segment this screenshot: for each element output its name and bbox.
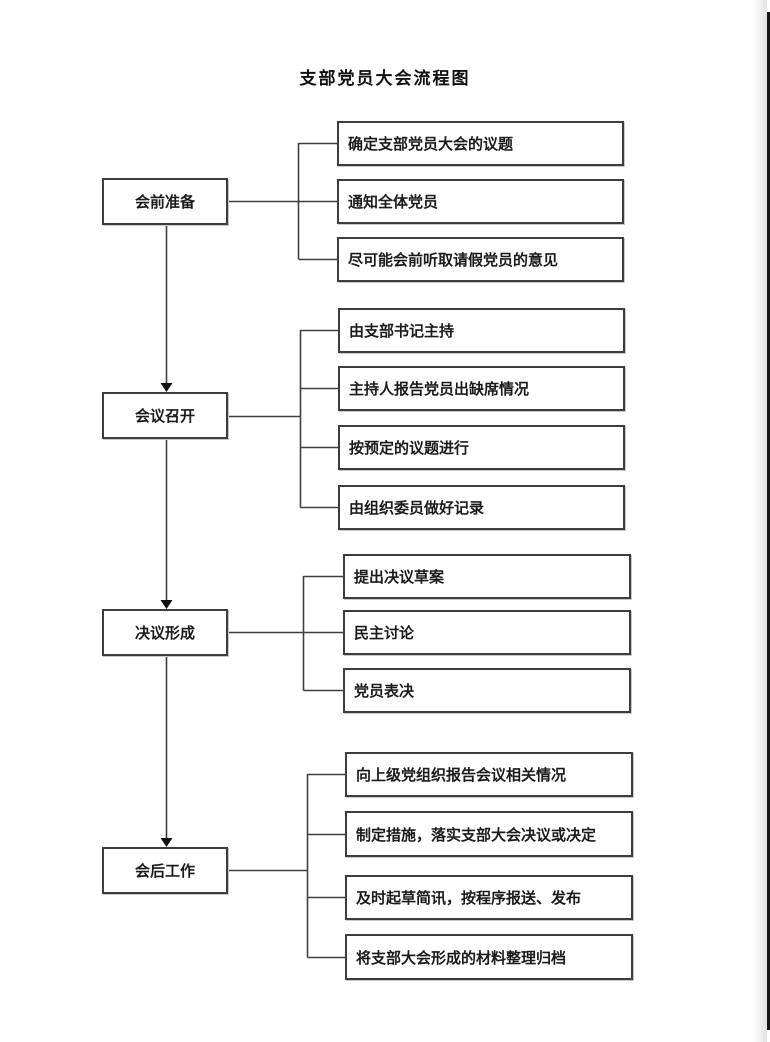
connector-group-3 <box>229 575 343 692</box>
branch-label: 民主讨论 <box>354 625 415 642</box>
branch-node: 由支部书记主持 <box>338 308 625 353</box>
branch-label: 确定支部党员大会的议题 <box>348 136 514 153</box>
arrow-stage2-to-stage3 <box>160 440 173 609</box>
arrowhead-down-icon <box>160 383 173 392</box>
branch-label: 提出决议草案 <box>354 569 445 586</box>
branch-node: 通知全体党员 <box>337 179 624 224</box>
branch-label: 制定措施，落实支部大会决议或决定 <box>356 826 597 844</box>
connector-group-2 <box>228 329 338 509</box>
stage-label: 决议形成 <box>134 625 195 642</box>
arrow-stage1-to-stage2 <box>160 224 173 392</box>
stage-label: 会后工作 <box>134 863 195 880</box>
branch-node: 制定措施，落实支部大会决议或决定 <box>345 811 633 857</box>
branch-node: 向上级党组织报告会议相关情况 <box>345 752 633 797</box>
branch-node: 主持人报告党员出缺席情况 <box>338 366 625 411</box>
branch-label: 向上级党组织报告会议相关情况 <box>356 767 567 784</box>
branch-node: 党员表决 <box>343 668 631 713</box>
page-edge-line <box>767 12 770 1030</box>
page-title: 支部党员大会流程图 <box>299 69 471 88</box>
branch-label: 尽可能会前听取请假党员的意见 <box>348 252 559 269</box>
branch-node: 尽可能会前听取请假党员的意见 <box>337 237 624 282</box>
connector-group-4 <box>229 773 345 959</box>
stage-node-meeting-convene: 会议召开 <box>102 392 228 439</box>
arrowhead-down-icon <box>160 600 173 609</box>
branch-node: 将支部大会形成的材料整理归档 <box>345 934 633 980</box>
branch-label: 通知全体党员 <box>348 194 439 211</box>
branch-label: 及时起草简讯，按程序报送、发布 <box>356 890 582 907</box>
branch-node: 及时起草简讯，按程序报送、发布 <box>345 875 633 920</box>
branch-node: 提出决议草案 <box>343 554 631 599</box>
connector-group-1 <box>228 142 337 261</box>
stage-node-pre-meeting: 会前准备 <box>102 178 228 225</box>
arrowhead-down-icon <box>160 838 173 847</box>
branch-label: 由组织委员做好记录 <box>349 500 485 517</box>
branch-node: 民主讨论 <box>343 610 631 655</box>
branch-node: 由组织委员做好记录 <box>338 485 625 530</box>
page-edge-shadow <box>753 0 767 1042</box>
stage-label: 会前准备 <box>134 194 195 211</box>
branch-node: 按预定的议题进行 <box>338 425 625 470</box>
arrow-stage3-to-stage4 <box>160 656 173 847</box>
branch-label: 党员表决 <box>354 683 415 700</box>
stage-label: 会议召开 <box>134 408 195 425</box>
branch-label: 由支部书记主持 <box>349 323 455 340</box>
stage-node-resolution: 决议形成 <box>102 609 228 656</box>
branch-label: 将支部大会形成的材料整理归档 <box>356 949 567 967</box>
stage-node-post-meeting: 会后工作 <box>102 847 228 894</box>
branch-label: 按预定的议题进行 <box>349 440 470 457</box>
branch-node: 确定支部党员大会的议题 <box>337 121 624 166</box>
branch-label: 主持人报告党员出缺席情况 <box>349 381 530 398</box>
